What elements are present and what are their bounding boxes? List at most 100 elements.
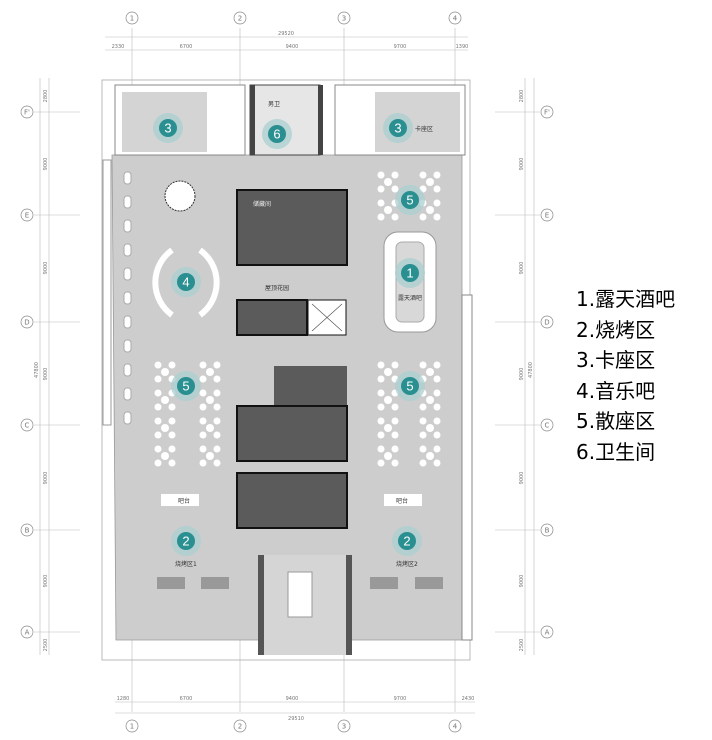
segment-dimension: 6700 bbox=[180, 696, 193, 702]
zone-marker bbox=[177, 377, 195, 395]
axis-bubble bbox=[20, 105, 34, 119]
segment-dimension: 9000 bbox=[43, 262, 49, 275]
table-seat bbox=[391, 185, 399, 193]
segment-dimension: 9000 bbox=[43, 472, 49, 485]
table-seat bbox=[433, 171, 441, 179]
zone-marker-number: 2 bbox=[403, 534, 410, 549]
table-seat bbox=[213, 389, 221, 397]
zone-marker bbox=[401, 377, 419, 395]
table-seat bbox=[154, 403, 162, 411]
table-seat bbox=[199, 417, 207, 425]
zone-marker bbox=[401, 264, 419, 282]
segment-dimension: 9000 bbox=[43, 575, 49, 588]
table-seat bbox=[419, 431, 427, 439]
table-seat bbox=[213, 403, 221, 411]
segment-dimension: 9000 bbox=[519, 262, 525, 275]
segment-dimension: 9000 bbox=[519, 368, 525, 381]
table-seat bbox=[419, 171, 427, 179]
table-seat bbox=[419, 403, 427, 411]
room-label-outdoor-bar: 露天酒吧 bbox=[398, 294, 422, 302]
segment-dimension: 9700 bbox=[394, 44, 407, 50]
segment-dimension: 9000 bbox=[43, 368, 49, 381]
building-outline bbox=[101, 79, 473, 661]
table-seat bbox=[199, 389, 207, 397]
table-seat bbox=[419, 361, 427, 369]
table-seat bbox=[433, 459, 441, 467]
axis-label: F' bbox=[544, 109, 550, 117]
zone-marker bbox=[268, 125, 286, 143]
zone-marker-number: 6 bbox=[273, 127, 280, 142]
table-seat bbox=[213, 445, 221, 453]
table-seat bbox=[154, 361, 162, 369]
window-seat bbox=[123, 171, 132, 185]
axis-label: F' bbox=[24, 109, 30, 117]
window-seat bbox=[123, 291, 132, 305]
table-seat bbox=[377, 185, 385, 193]
segment-dimension: 2430 bbox=[462, 696, 475, 702]
table-seat bbox=[377, 431, 385, 439]
table-seat bbox=[213, 417, 221, 425]
segment-dimension: 2500 bbox=[43, 639, 49, 652]
zone-marker bbox=[398, 532, 416, 550]
legend-item: 6.卫生间 bbox=[576, 439, 656, 464]
axis-bubble bbox=[540, 208, 554, 222]
table-seat bbox=[384, 178, 392, 186]
axis-bubble bbox=[540, 523, 554, 537]
table-seat bbox=[384, 368, 392, 376]
axis-bubble bbox=[448, 719, 462, 733]
axis-bubble bbox=[233, 719, 247, 733]
axis-bubble bbox=[540, 625, 554, 639]
axis-label: E bbox=[25, 212, 29, 220]
segment-dimension: 9400 bbox=[286, 44, 299, 50]
table-seat bbox=[377, 403, 385, 411]
axis-bubble bbox=[20, 418, 34, 432]
table-seat bbox=[384, 424, 392, 432]
left-total-dimension: 47800 bbox=[34, 362, 40, 378]
segment-dimension: 9000 bbox=[519, 575, 525, 588]
window-seat bbox=[123, 339, 132, 353]
table-seat bbox=[168, 459, 176, 467]
table-seat bbox=[154, 389, 162, 397]
table-seat bbox=[433, 185, 441, 193]
axis-label: 1 bbox=[130, 15, 134, 23]
zone-marker-number: 3 bbox=[394, 121, 401, 136]
table-seat bbox=[206, 424, 214, 432]
table-seat bbox=[154, 459, 162, 467]
segment-dimension: 6700 bbox=[180, 44, 193, 50]
table-seat bbox=[199, 403, 207, 411]
table-seat bbox=[213, 459, 221, 467]
legend-item: 2.烧烤区 bbox=[576, 317, 656, 342]
table-seat bbox=[168, 431, 176, 439]
table-seat bbox=[206, 452, 214, 460]
table-seat bbox=[433, 213, 441, 221]
window-seat bbox=[123, 195, 132, 209]
table-seat bbox=[377, 375, 385, 383]
room-label-roof-garden: 屋顶花园 bbox=[265, 284, 289, 292]
segment-dimension: 2800 bbox=[519, 90, 525, 103]
bar-right-sign bbox=[384, 494, 422, 506]
axis-label: B bbox=[25, 527, 30, 535]
table-seat bbox=[391, 403, 399, 411]
room-label-bar-right: 吧台 bbox=[396, 497, 408, 505]
table-seat bbox=[377, 389, 385, 397]
table-seat bbox=[154, 445, 162, 453]
table-seat bbox=[391, 431, 399, 439]
axis-label: D bbox=[24, 319, 29, 327]
segment-dimension: 1390 bbox=[456, 44, 469, 50]
axis-label: A bbox=[25, 629, 30, 637]
axis-label: D bbox=[544, 319, 549, 327]
table-seat bbox=[391, 213, 399, 221]
zone-marker bbox=[159, 119, 177, 137]
table-seat bbox=[199, 431, 207, 439]
axis-label: 2 bbox=[238, 723, 242, 731]
segment-dimension: 9700 bbox=[394, 696, 407, 702]
axis-bubble bbox=[20, 315, 34, 329]
axis-bubble bbox=[125, 11, 139, 25]
axis-label: 3 bbox=[342, 15, 346, 23]
table-seat bbox=[377, 361, 385, 369]
axis-label: B bbox=[545, 527, 550, 535]
